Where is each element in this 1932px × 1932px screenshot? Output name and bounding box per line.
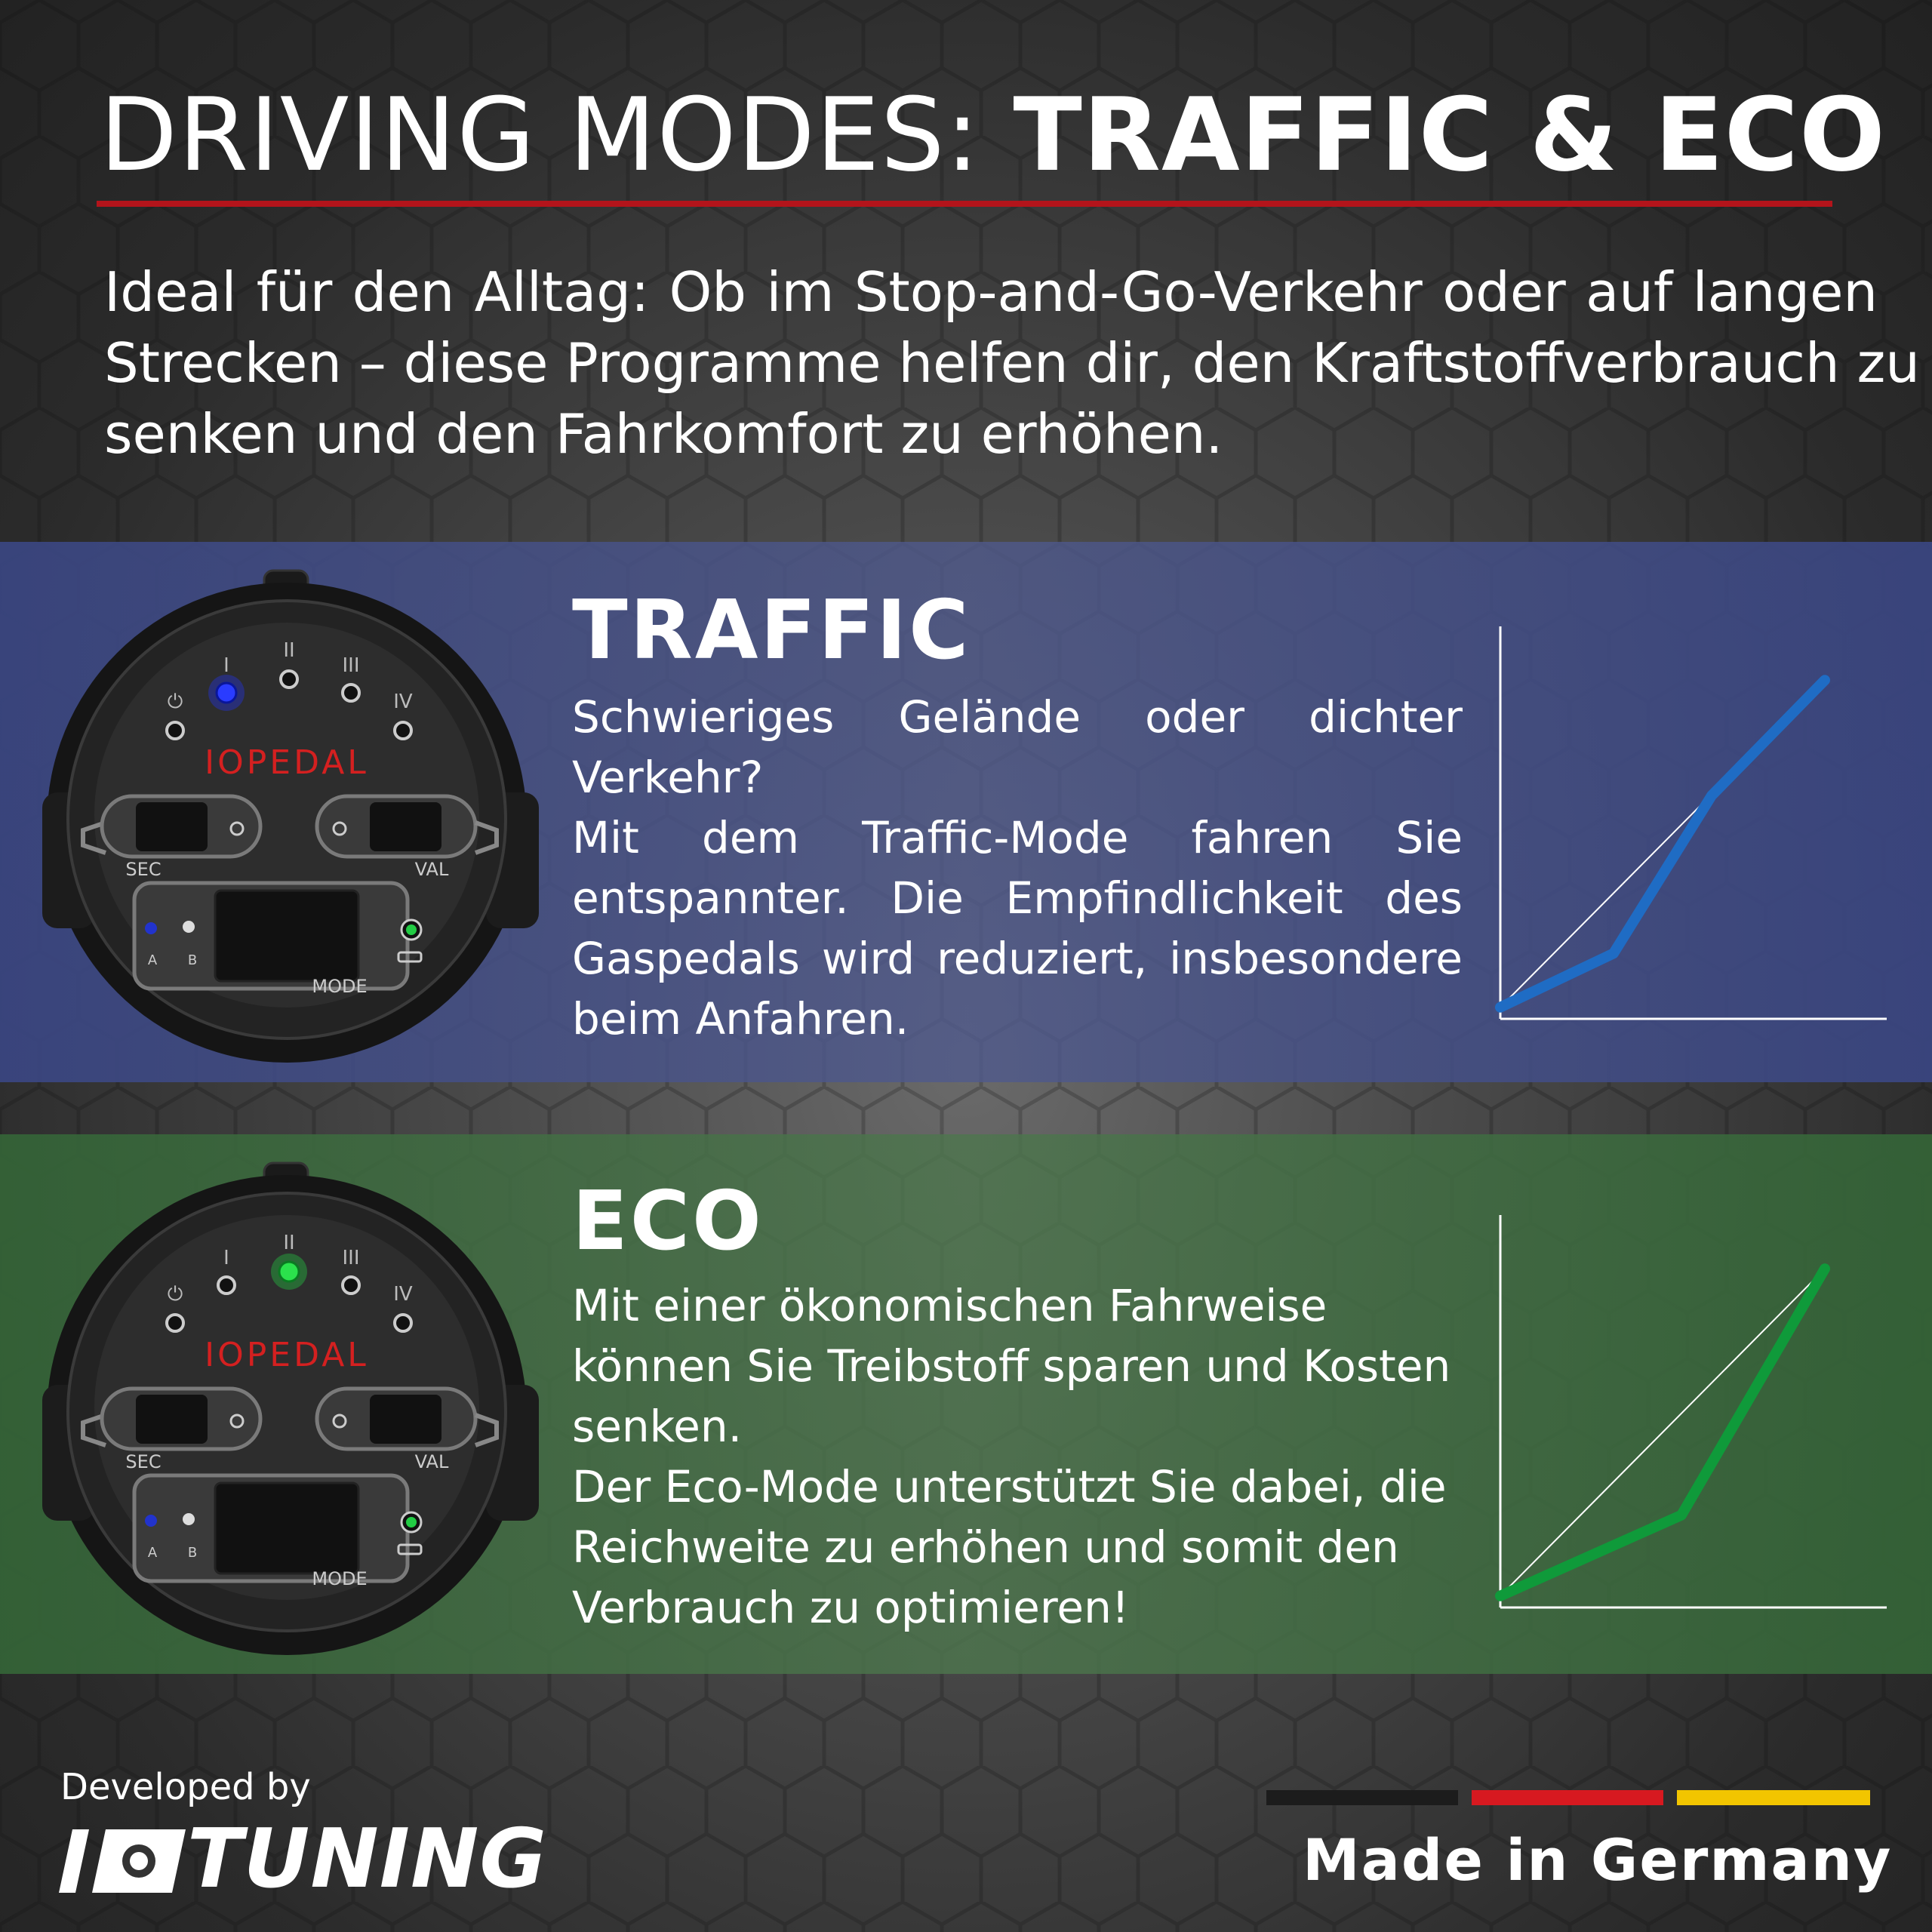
pos-2-label: II (283, 639, 294, 662)
traffic-line: beim Anfahren. (572, 993, 909, 1044)
pos-power-label: ⏻ (168, 691, 183, 713)
traffic-line: Verkehr? (572, 752, 764, 803)
pos-1-label: I (223, 1247, 229, 1269)
pos-4-label: IV (393, 691, 413, 713)
intro-text: Ideal für den Alltag: Ob im Stop-and-Go-… (104, 257, 1920, 469)
eco-line: können Sie Treibstoff sparen und Kosten (572, 1340, 1451, 1392)
position-leds: ⏻ I II III IV (165, 639, 413, 740)
eco-heading: ECO (572, 1174, 764, 1269)
led-active (278, 1260, 300, 1283)
position-leds: ⏻ I II III IV (165, 1232, 413, 1333)
led-active (215, 681, 238, 704)
pos-1-label: I (223, 654, 229, 677)
flag-stripe-gold (1677, 1790, 1870, 1805)
traffic-response-chart (1495, 626, 1887, 1020)
eco-line: Der Eco-Mode unterstützt Sie dabei, die (572, 1461, 1447, 1512)
mode-label: MODE (312, 1568, 367, 1589)
title-light: DRIVING MODES: (100, 76, 1014, 194)
b-label: B (188, 1545, 197, 1561)
sec-button[interactable]: SEC (81, 1386, 263, 1472)
page-title: DRIVING MODES: TRAFFIC & ECO (100, 85, 1886, 186)
sec-label: SEC (125, 859, 161, 880)
made-in-germany: Made in Germany (1303, 1826, 1893, 1894)
mode-button[interactable]: A B MODE (132, 1473, 423, 1589)
eco-description: Mit einer ökonomischen Fahrweise können … (572, 1275, 1463, 1638)
traffic-line: Schwieriges Gelände oder dichter (572, 691, 1463, 743)
pos-power-label: ⏻ (168, 1283, 183, 1306)
traffic-line: entspannter. Die Empfindlichkeit des (572, 872, 1463, 924)
eco-line: Mit einer ökonomischen Fahrweise (572, 1280, 1327, 1331)
pos-2-label: II (283, 1232, 294, 1254)
sec-label: SEC (125, 1451, 161, 1472)
iotuning-logo: TUNING (59, 1819, 547, 1900)
val-label: VAL (415, 859, 449, 880)
pos-3-label: III (342, 654, 359, 677)
a-label: A (148, 1545, 158, 1561)
sec-button[interactable]: SEC (81, 794, 263, 880)
traffic-line: Gaspedals wird reduziert, insbesondere (572, 933, 1463, 984)
flag-stripe-black (1266, 1790, 1458, 1805)
logo-text: TUNING (187, 1812, 547, 1906)
traffic-line: Mit dem Traffic-Mode fahren Sie (572, 812, 1463, 863)
mode-label: MODE (312, 976, 367, 997)
eco-line: senken. (572, 1401, 743, 1452)
linear-reference-line (1500, 1268, 1826, 1597)
pos-3-label: III (342, 1247, 359, 1269)
iopedal-device-traffic: ⏻ I II III IV IOPEDAL SEC VAL (42, 569, 539, 1063)
pos-4-label: IV (393, 1283, 413, 1306)
title-bold: TRAFFIC & ECO (1013, 76, 1886, 194)
mode-button[interactable]: A B MODE (132, 881, 423, 997)
b-label: B (188, 952, 197, 968)
traffic-heading: TRAFFIC (572, 583, 971, 678)
mode-response-curve (1495, 1263, 1830, 1601)
intro-line: Ideal für den Alltag: Ob im Stop-and-Go-… (104, 260, 1878, 324)
mode-response-curve (1495, 675, 1830, 1013)
device-brand: IOPEDAL (205, 1336, 369, 1374)
intro-line: senken und den Fahrkomfort zu erhöhen. (104, 402, 1223, 466)
intro-line: Strecken – diese Programme helfen dir, d… (104, 331, 1920, 395)
val-button[interactable]: VAL (315, 1386, 499, 1472)
io-logo-icon (59, 1829, 186, 1893)
developed-by-label: Developed by (60, 1766, 311, 1808)
val-button[interactable]: VAL (315, 794, 499, 880)
iopedal-device-eco: ⏻ I II III IV IOPEDAL SEC VAL (42, 1161, 539, 1655)
title-underline (97, 201, 1832, 207)
eco-line: Reichweite zu erhöhen und somit den (572, 1521, 1399, 1573)
flag-stripe-red (1472, 1790, 1663, 1805)
traffic-description: Schwieriges Gelände oder dichter Verkehr… (572, 687, 1463, 1049)
eco-line: Verbrauch zu optimieren! (572, 1582, 1130, 1633)
val-label: VAL (415, 1451, 449, 1472)
a-label: A (148, 952, 158, 968)
eco-response-chart (1495, 1215, 1887, 1609)
device-brand: IOPEDAL (205, 743, 369, 782)
